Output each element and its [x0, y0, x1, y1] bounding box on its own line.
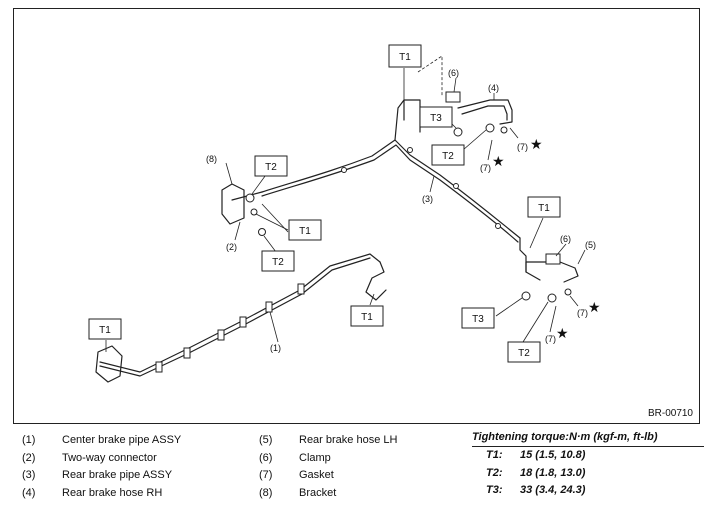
callout-7: (7): [545, 334, 556, 344]
callout-5: (5): [585, 240, 596, 250]
callout-4: (4): [488, 83, 499, 93]
torque-box-t1: T1: [388, 44, 422, 68]
torque-box-t1: T1: [88, 318, 122, 340]
bracket: [221, 183, 245, 225]
svg-text:T2: T2: [272, 257, 284, 268]
legend-item: (3)Rear brake pipe ASSY: [22, 469, 173, 481]
callout-6: (6): [560, 234, 571, 244]
brake-line-diagram: T1 T3 T2 T2 T1 T2 T1 T3 T2 T1 T1 (6) (4)…: [88, 44, 601, 383]
svg-text:T2: T2: [442, 151, 454, 162]
svg-text:T2: T2: [518, 348, 530, 359]
svg-text:T1: T1: [99, 325, 111, 336]
legend-item: (1)Center brake pipe ASSY: [22, 434, 182, 446]
star-mark: ★: [556, 325, 569, 341]
torque-box-t2: T2: [261, 250, 295, 272]
legend-item: (2)Two-way connector: [22, 451, 157, 464]
svg-text:T1: T1: [399, 52, 411, 63]
callout-7: (7): [577, 308, 588, 318]
torque-box-t2: T2: [431, 144, 465, 166]
torque-box-t3: T3: [419, 106, 453, 128]
torque-row: T1:15 (1.5, 10.8): [486, 449, 586, 461]
callout-6: (6): [448, 68, 459, 78]
torque-row: T3:33 (3.4, 24.3): [486, 484, 586, 496]
svg-text:T1: T1: [299, 226, 311, 237]
rear-brake-hose-rh: [457, 99, 513, 125]
svg-text:T3: T3: [430, 113, 442, 124]
torque-box-t1: T1: [350, 305, 384, 327]
legend-item: (5)Rear brake hose LH: [259, 434, 398, 446]
callout-8: (8): [206, 154, 217, 164]
callout-2: (2): [226, 242, 237, 252]
svg-text:T1: T1: [538, 203, 550, 214]
torque-box-t2: T2: [254, 155, 288, 177]
legend-item: (4)Rear brake hose RH: [22, 486, 163, 499]
callout-7: (7): [480, 163, 491, 173]
legend-item: (6)Clamp: [259, 451, 331, 464]
svg-text:T1: T1: [361, 312, 373, 323]
star-mark: ★: [588, 299, 601, 315]
star-mark: ★: [530, 136, 543, 152]
torque-box-t1: T1: [288, 219, 322, 241]
star-mark: ★: [492, 153, 505, 169]
torque-table: Tightening torque:N·m (kgf-m, ft-lb) T1:…: [472, 430, 704, 500]
legend-left: (1)Center brake pipe ASSY (2)Two-way con…: [22, 432, 181, 502]
rear-brake-pipe: [261, 139, 521, 239]
center-brake-pipe: [99, 253, 381, 373]
callout-1: (1): [270, 343, 281, 353]
torque-box-t1: T1: [527, 196, 561, 218]
legend-item: (8)Bracket: [259, 486, 337, 499]
callout-7: (7): [517, 142, 528, 152]
torque-table-title: Tightening torque:N·m (kgf-m, ft-lb): [472, 430, 704, 447]
torque-box-t3: T3: [461, 307, 495, 329]
torque-box-t2: T2: [507, 341, 541, 363]
svg-text:T3: T3: [472, 314, 484, 325]
svg-text:T2: T2: [265, 162, 277, 173]
callout-3: (3): [422, 194, 433, 204]
legend-middle: (5)Rear brake hose LH (6)Clamp (7)Gasket…: [259, 432, 397, 502]
legend-item: (7)Gasket: [259, 469, 334, 481]
torque-row: T2:18 (1.8, 13.0): [486, 466, 586, 479]
diagram-frame: BR-00710: [13, 8, 700, 424]
diagram-code: BR-00710: [647, 408, 693, 419]
